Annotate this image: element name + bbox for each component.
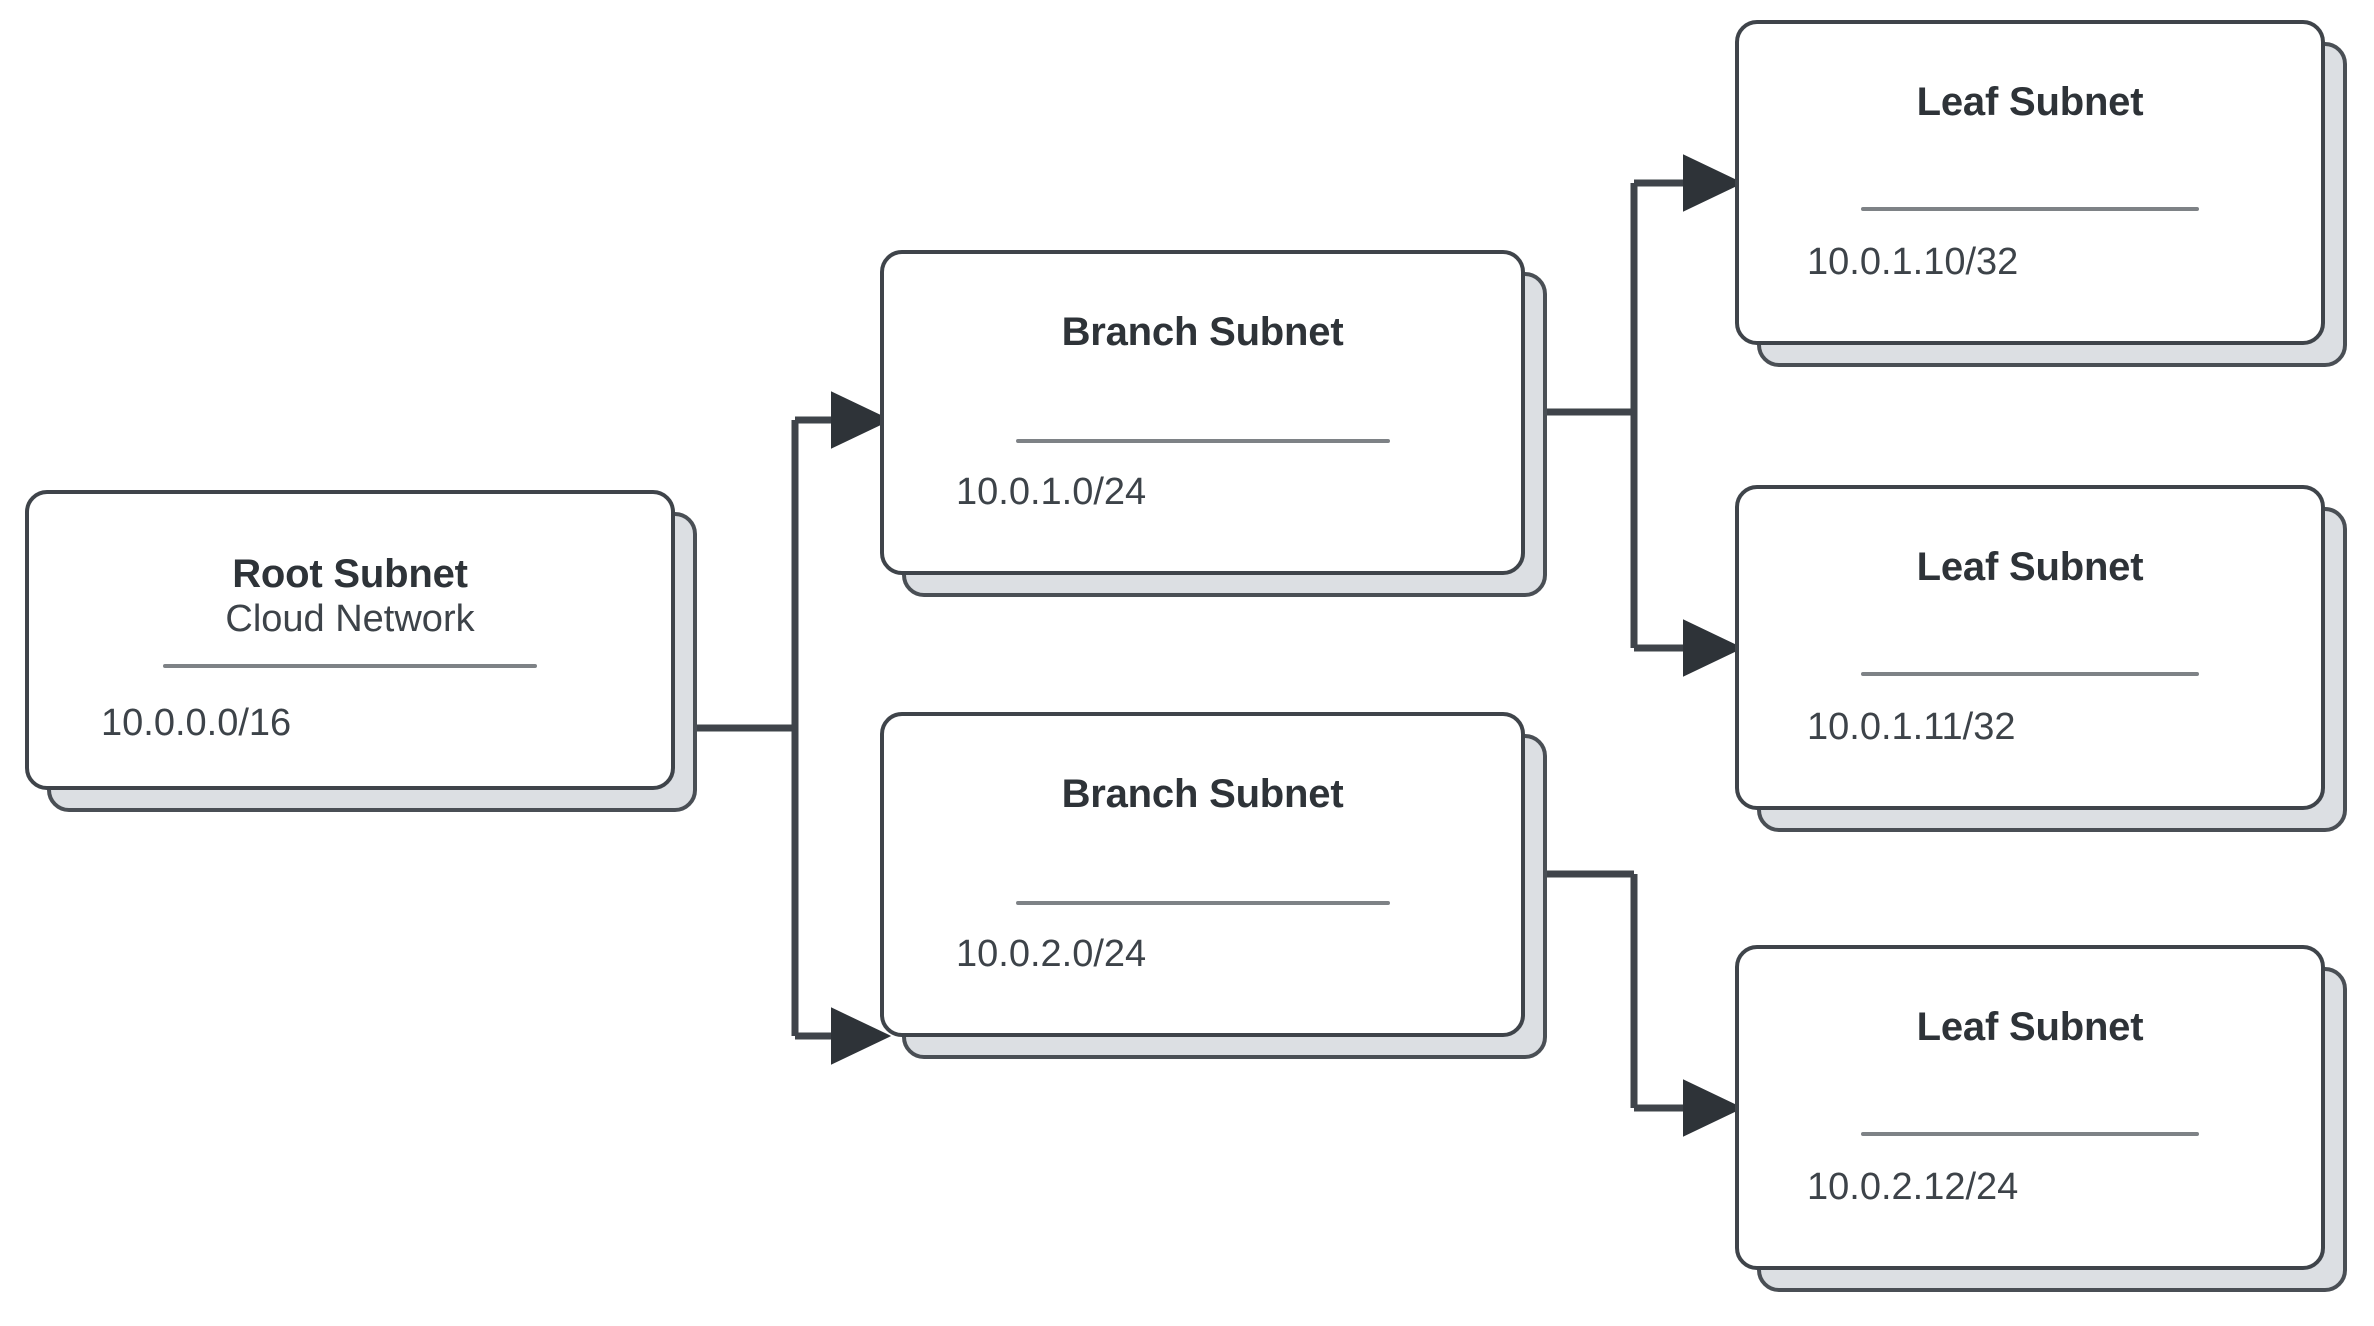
node-title: Root Subnet bbox=[232, 552, 468, 596]
card-divider bbox=[1861, 1131, 2199, 1136]
card-divider bbox=[1861, 206, 2199, 211]
node-title: Leaf Subnet bbox=[1916, 545, 2144, 589]
card-face: Leaf Subnet 10.0.1.10/32 bbox=[1735, 20, 2325, 345]
node-leaf-subnet-1[interactable]: Leaf Subnet 10.0.1.10/32 bbox=[1735, 20, 2347, 367]
node-leaf-subnet-3[interactable]: Leaf Subnet 10.0.2.12/24 bbox=[1735, 945, 2347, 1292]
edge-branch-1-to-leaves bbox=[1528, 154, 1744, 677]
card-divider bbox=[1861, 671, 2199, 676]
node-root-subnet[interactable]: Root Subnet Cloud Network 10.0.0.0/16 bbox=[25, 490, 697, 812]
card-face: Branch Subnet 10.0.2.0/24 bbox=[880, 712, 1525, 1037]
node-branch-subnet-2[interactable]: Branch Subnet 10.0.2.0/24 bbox=[880, 712, 1547, 1059]
node-leaf-subnet-2[interactable]: Leaf Subnet 10.0.1.11/32 bbox=[1735, 485, 2347, 832]
node-title: Leaf Subnet bbox=[1916, 1005, 2144, 1049]
node-title: Branch Subnet bbox=[1061, 310, 1344, 354]
card-face: Branch Subnet 10.0.1.0/24 bbox=[880, 250, 1525, 575]
node-cidr: 10.0.2.0/24 bbox=[956, 932, 1147, 975]
edge-branch-2-to-leaf-3 bbox=[1528, 870, 1744, 1137]
card-face: Leaf Subnet 10.0.1.11/32 bbox=[1735, 485, 2325, 810]
node-subtitle: Cloud Network bbox=[225, 597, 475, 640]
node-cidr: 10.0.1.11/32 bbox=[1807, 705, 2016, 748]
edge-root-to-branches bbox=[678, 391, 892, 1065]
card-divider bbox=[1015, 438, 1390, 443]
node-title: Leaf Subnet bbox=[1916, 80, 2144, 124]
card-face: Root Subnet Cloud Network 10.0.0.0/16 bbox=[25, 490, 675, 790]
card-face: Leaf Subnet 10.0.2.12/24 bbox=[1735, 945, 2325, 1270]
node-branch-subnet-1[interactable]: Branch Subnet 10.0.1.0/24 bbox=[880, 250, 1547, 597]
card-divider bbox=[1015, 900, 1390, 905]
node-cidr: 10.0.2.12/24 bbox=[1807, 1165, 2019, 1208]
node-title: Branch Subnet bbox=[1061, 772, 1344, 816]
card-divider bbox=[163, 663, 537, 668]
node-cidr: 10.0.1.10/32 bbox=[1807, 240, 2019, 283]
node-cidr: 10.0.0.0/16 bbox=[101, 701, 292, 744]
node-cidr: 10.0.1.0/24 bbox=[956, 470, 1147, 513]
